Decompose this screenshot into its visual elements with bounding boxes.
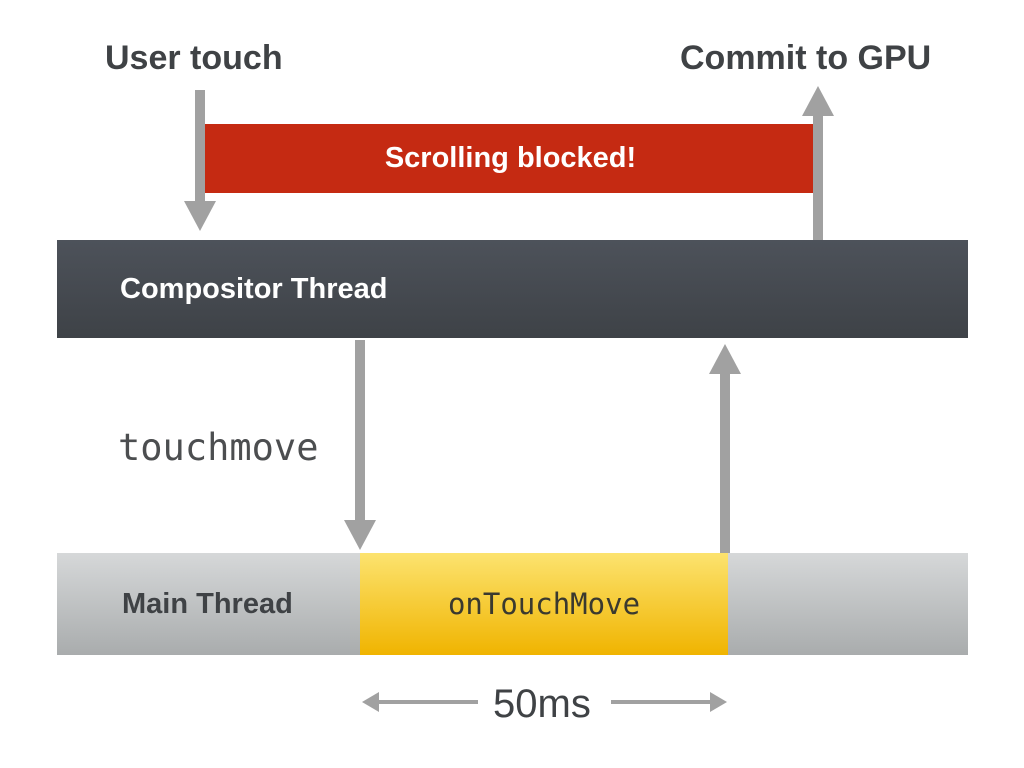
ontouchmove-label: onTouchMove xyxy=(447,587,641,621)
ontouchmove-task-block: onTouchMove xyxy=(360,553,728,655)
scrolling-blocked-banner: Scrolling blocked! xyxy=(204,124,817,193)
user-touch-arrow-shaft-icon xyxy=(195,90,205,203)
duration-shaft-left-icon xyxy=(377,700,478,704)
main-thread-label: Main Thread xyxy=(122,587,293,620)
user-touch-label: User touch xyxy=(105,39,283,77)
duration-shaft-right-icon xyxy=(611,700,712,704)
compositor-thread-label: Compositor Thread xyxy=(120,272,388,305)
duration-label: 50ms xyxy=(493,682,591,726)
commit-arrow-up-icon xyxy=(802,86,834,116)
touchmove-arrow-shaft-icon xyxy=(355,340,365,522)
touchmove-label: touchmove xyxy=(118,426,319,469)
compositor-thread-bar: Compositor Thread xyxy=(57,240,968,338)
user-touch-arrow-down-icon xyxy=(184,201,216,231)
response-arrow-shaft-icon xyxy=(720,372,730,553)
duration-arrow-right-icon xyxy=(710,692,727,712)
touchmove-arrow-down-icon xyxy=(344,520,376,550)
commit-to-gpu-label: Commit to GPU xyxy=(680,39,932,77)
scrolling-blocked-label: Scrolling blocked! xyxy=(384,142,637,174)
commit-arrow-shaft-icon xyxy=(813,114,823,240)
response-arrow-up-icon xyxy=(709,344,741,374)
duration-arrow-left-icon xyxy=(362,692,379,712)
